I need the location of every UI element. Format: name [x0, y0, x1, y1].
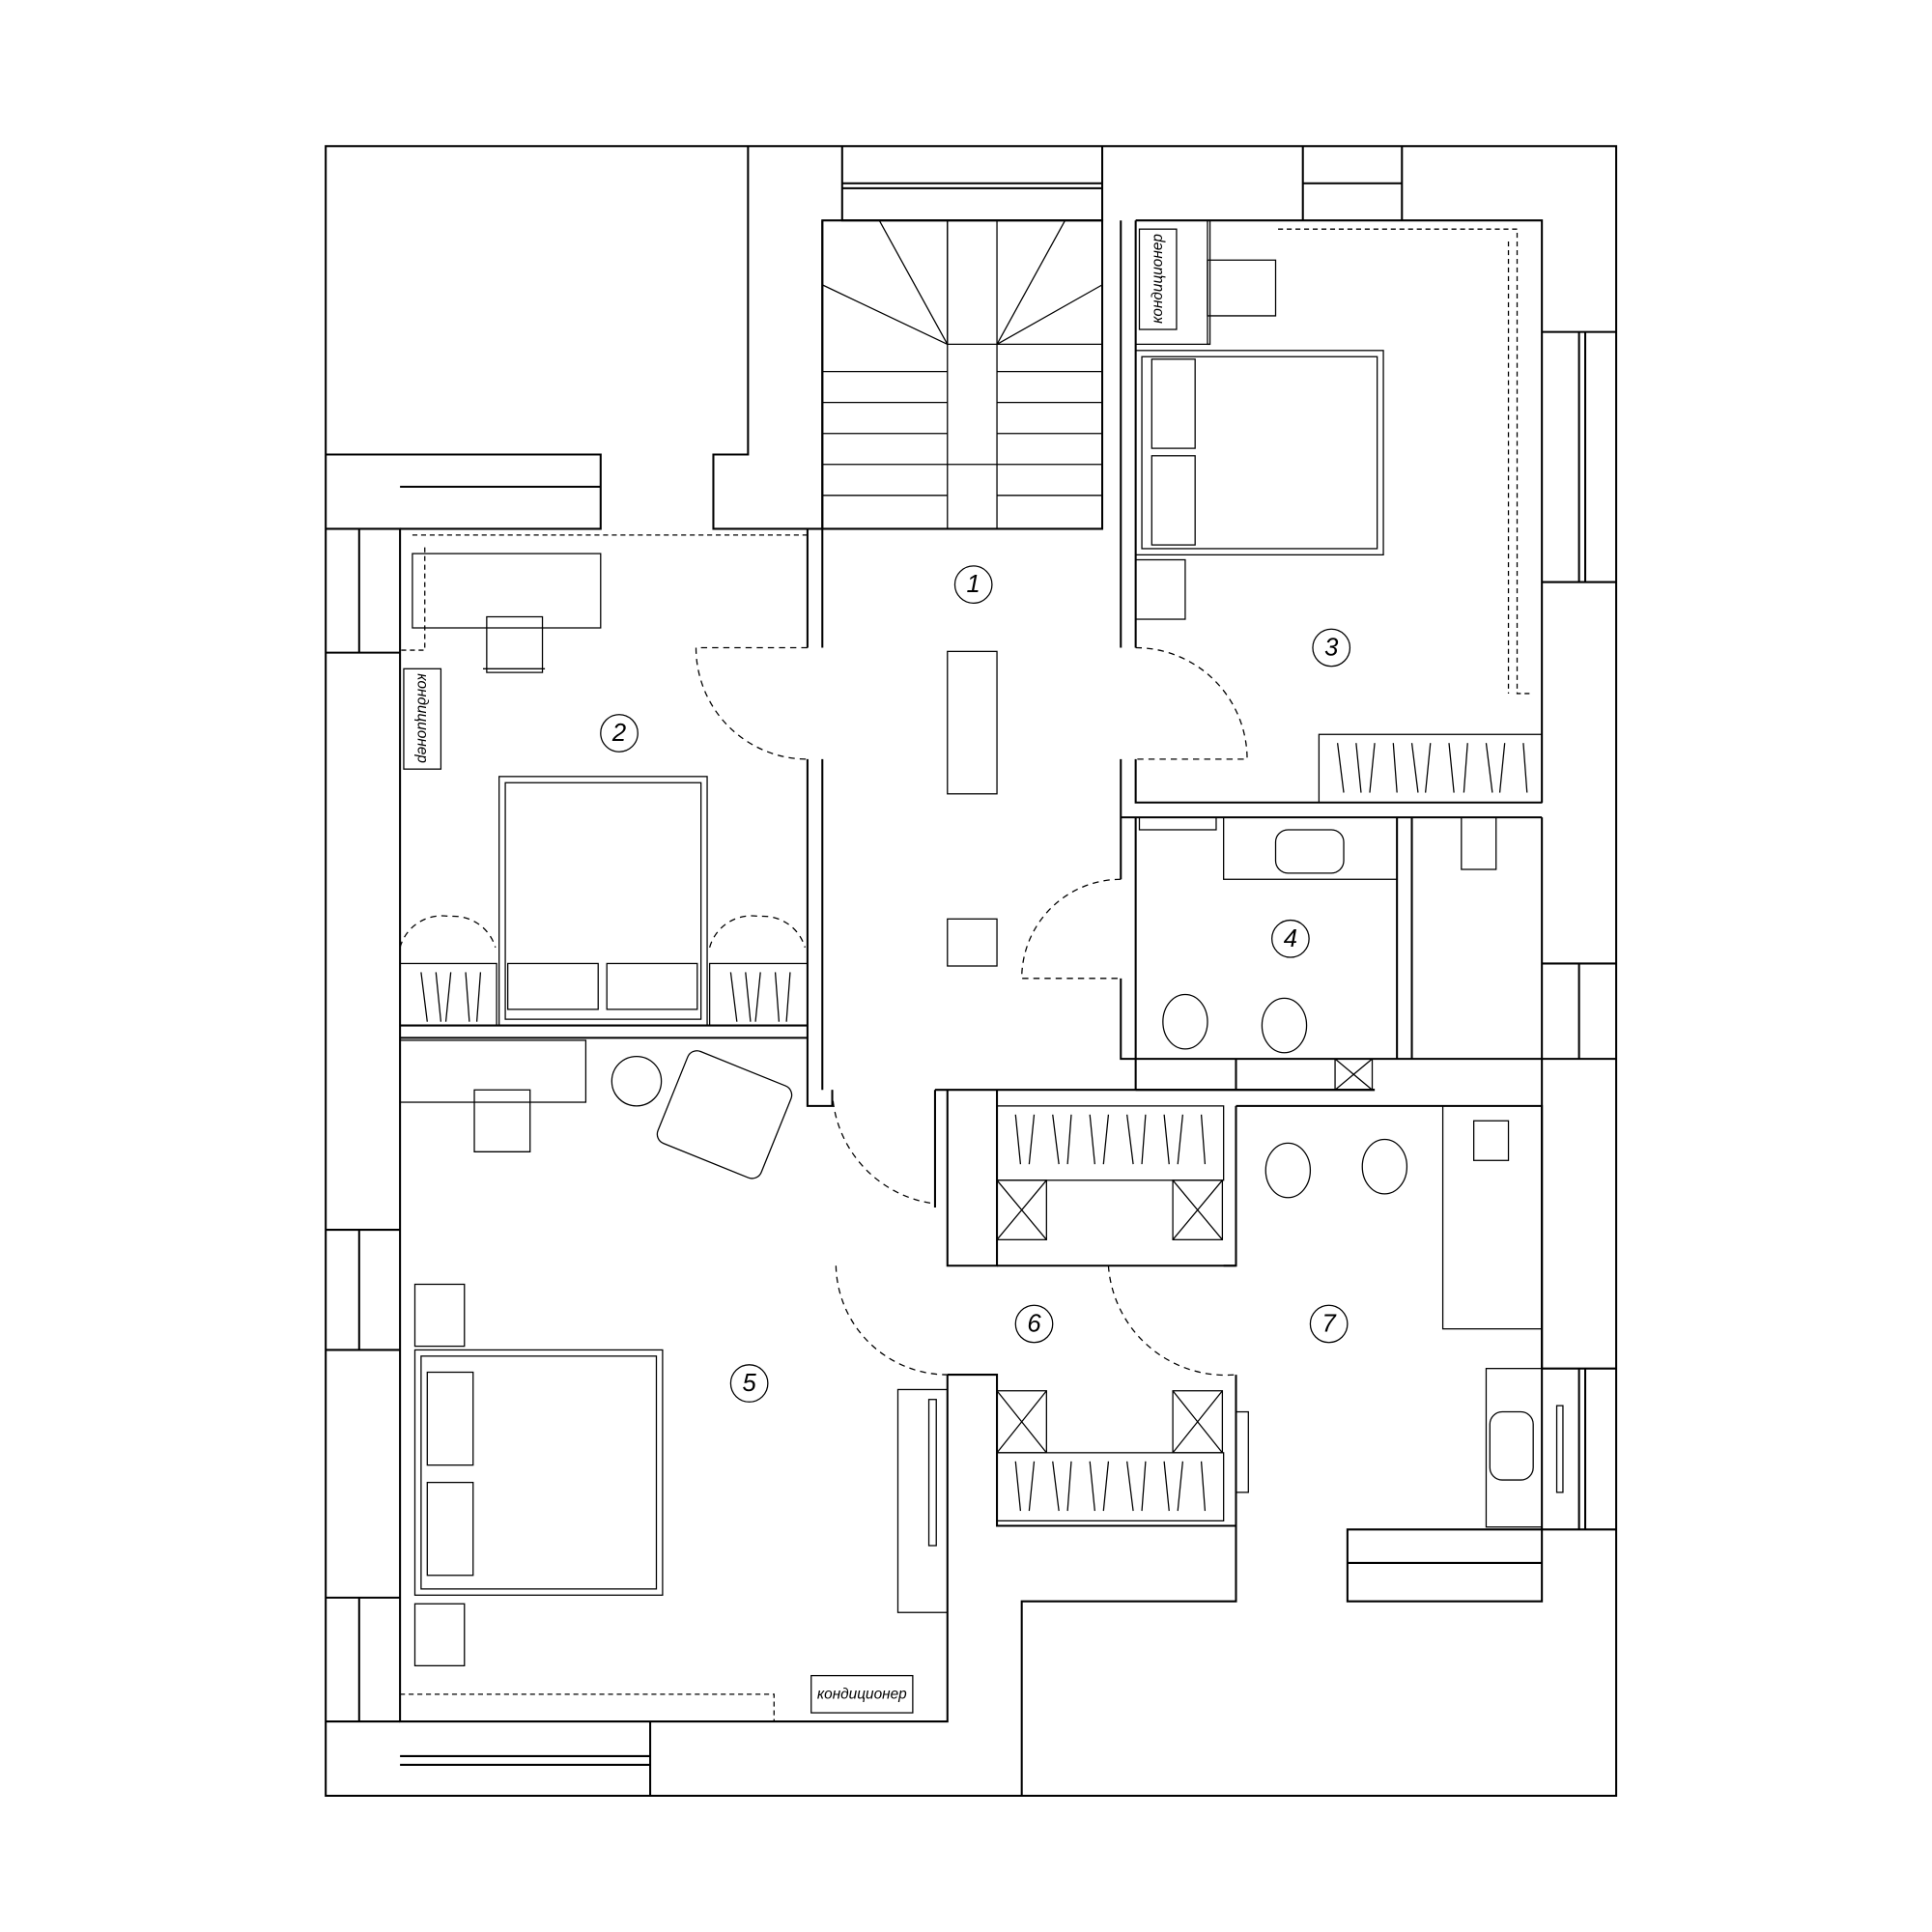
- air-conditioner-room-3: кондиционер: [1138, 228, 1178, 330]
- room-label-4: 4: [1271, 919, 1310, 958]
- air-conditioner-label: кондиционер: [414, 673, 431, 763]
- air-conditioner-room-2: кондиционер: [403, 668, 442, 770]
- room-label-6: 6: [1014, 1304, 1054, 1344]
- furniture: [399, 219, 1564, 1722]
- room-number: 1: [967, 571, 980, 598]
- air-conditioner-label: кондиционер: [817, 1686, 907, 1702]
- walls: [325, 145, 1618, 1797]
- room-label-2: 2: [600, 714, 639, 753]
- air-conditioner-room-5: кондиционер: [810, 1674, 914, 1714]
- room-label-7: 7: [1309, 1304, 1349, 1344]
- room-number: 5: [743, 1370, 757, 1397]
- room-labels: 1 2 3 4 5 6 7: [600, 565, 1351, 1403]
- room-label-3: 3: [1312, 628, 1351, 668]
- air-conditioner-label: кондиционер: [1150, 234, 1166, 324]
- room-label-5: 5: [729, 1364, 769, 1403]
- doors: [399, 646, 1248, 1377]
- staircase: [822, 219, 1103, 967]
- room-number: 6: [1027, 1311, 1041, 1338]
- room-number: 3: [1324, 635, 1339, 662]
- air-conditioners: кондиционер кондиционер кондиционер: [403, 228, 1178, 1714]
- room-number: 2: [611, 720, 626, 747]
- room-number: 7: [1322, 1311, 1338, 1338]
- room-label-1: 1: [953, 565, 993, 605]
- room-number: 4: [1284, 925, 1297, 952]
